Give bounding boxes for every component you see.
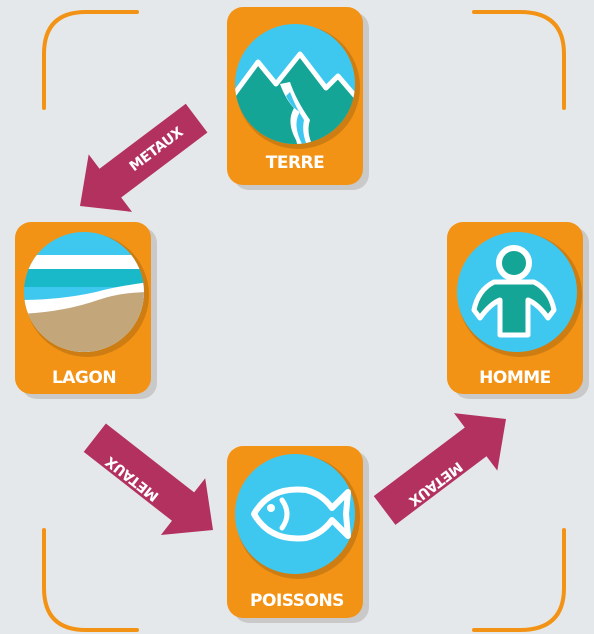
node-label: LAGON — [52, 368, 116, 388]
node-label: TERRE — [266, 153, 325, 173]
corner-brackets — [42, 10, 566, 632]
arrow-poissons-to-homme: METAUX — [373, 413, 506, 525]
node-terre: TERRE — [227, 7, 369, 190]
corner-bracket-bottom-left — [42, 528, 139, 632]
arrow-lagon-to-poissons: METAUX — [83, 423, 213, 535]
arrow-shape — [80, 103, 208, 212]
corner-bracket-top-right — [472, 10, 566, 110]
corner-bracket-top-left — [42, 10, 139, 110]
arrow-shape — [373, 413, 506, 525]
fish-icon — [235, 454, 355, 574]
node-label: HOMME — [479, 368, 551, 388]
node-homme: HOMME — [447, 222, 589, 399]
arrow-terre-to-lagon: METAUX — [80, 103, 208, 212]
node-lagon: LAGON — [15, 222, 157, 399]
node-poissons: POISSONS — [227, 446, 369, 623]
arrow-shape — [83, 423, 213, 535]
corner-bracket-bottom-right — [472, 528, 566, 632]
node-label: POISSONS — [250, 591, 344, 611]
person-icon — [457, 232, 577, 352]
